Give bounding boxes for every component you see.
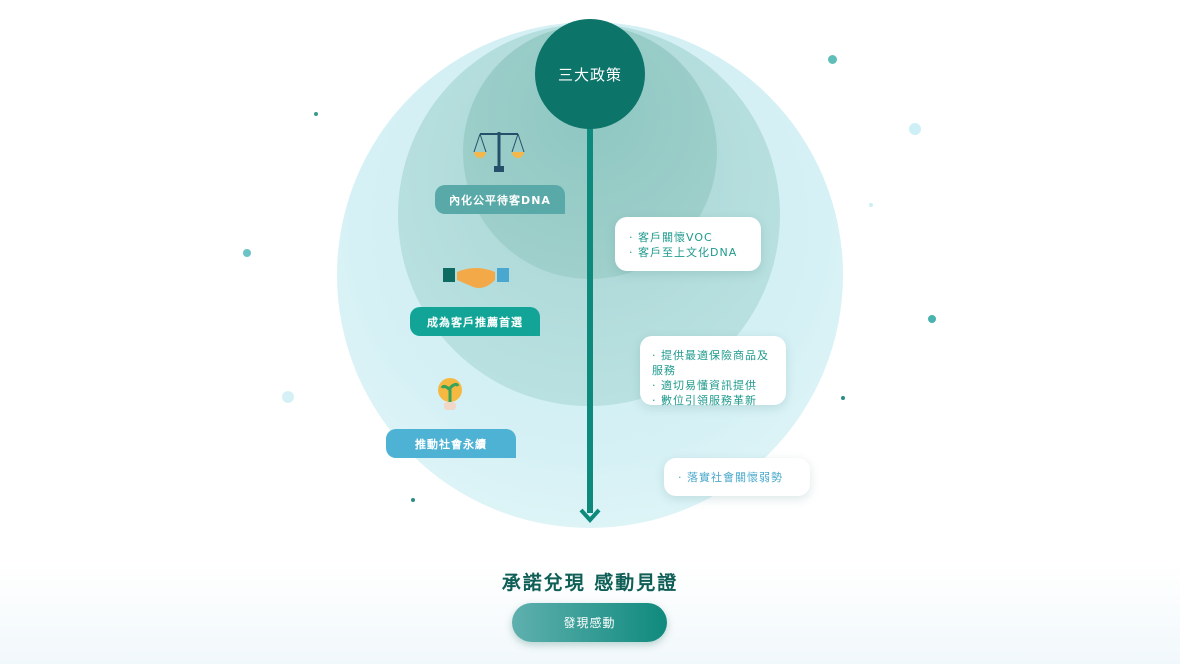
decor-dot	[282, 391, 294, 403]
timeline-line	[587, 125, 593, 513]
policy-label-fair-treatment: 內化公平待客DNA	[435, 185, 565, 214]
decor-dot	[869, 203, 873, 207]
detail-item: · 客戶至上文化DNA	[629, 246, 738, 259]
decor-dot	[243, 249, 251, 257]
policy-label-sustainability: 推動社會永續	[386, 429, 516, 458]
arrow-down-icon	[579, 508, 601, 523]
decor-dot	[841, 396, 845, 400]
detail-item: · 客戶關懷VOC	[629, 231, 713, 244]
decor-dot	[909, 123, 921, 135]
decor-dot	[928, 315, 936, 323]
center-title: 三大政策	[535, 19, 645, 129]
discover-button[interactable]: 發現感動	[512, 603, 667, 642]
lightbulb-icon	[438, 378, 462, 410]
footer-title: 承諾兌現 感動見證	[501, 572, 679, 594]
handshake-icon	[443, 268, 509, 288]
policy-label-recommend: 成為客戶推薦首選	[410, 307, 540, 336]
detail-item: · 適切易懂資訊提供	[652, 379, 757, 392]
policy-detail-card: · 落實社會關懷弱勢	[664, 458, 810, 496]
decor-dot	[411, 498, 415, 502]
policy-detail-card: · 提供最適保險商品及服務 · 適切易懂資訊提供 · 數位引領服務革新	[640, 336, 786, 407]
scale-icon	[473, 132, 525, 172]
decor-dot	[828, 55, 837, 64]
decor-dot	[314, 112, 318, 116]
detail-item: · 落實社會關懷弱勢	[678, 471, 783, 484]
detail-item: · 提供最適保險商品及服務	[652, 349, 769, 377]
policy-detail-card: · 客戶關懷VOC · 客戶至上文化DNA	[615, 217, 761, 271]
detail-item: · 數位引領服務革新	[652, 394, 757, 407]
